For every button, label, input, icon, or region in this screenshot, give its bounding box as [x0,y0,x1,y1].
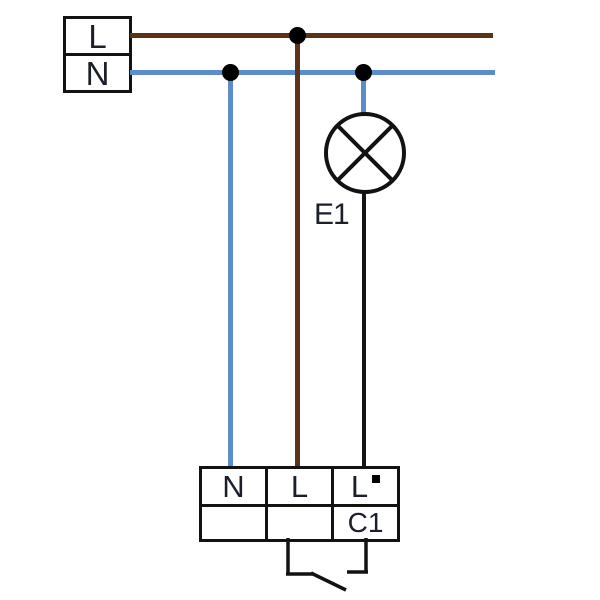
terminal-cell-l-out: L [334,469,397,504]
terminal-cell-empty-1 [202,507,265,539]
mains-supply-terminal: L N [63,16,132,93]
junction-dot-live [289,27,306,44]
lamp-label: E1 [314,198,350,231]
terminal-cell-empty-2 [268,507,331,539]
terminal-c1-label: C1 [347,507,384,538]
switch-contact-icon [286,538,368,592]
neutral-wire-to-lamp [361,74,366,115]
supply-cell-live: L [66,19,129,56]
supply-live-label: L [88,17,107,55]
terminal-n-label: N [222,469,245,504]
terminal-l-out-label: L [350,469,369,504]
neutral-wire-to-terminal [228,72,233,466]
terminal-l-label: L [290,469,309,504]
supply-neutral-label: N [85,54,110,92]
switched-live-marker-icon [372,474,381,483]
terminal-cell-c1: C1 [334,507,397,539]
neutral-wire-horizontal [130,70,495,75]
terminal-cell-n: N [202,469,265,504]
supply-cell-neutral: N [66,56,129,90]
terminal-cell-l: L [268,469,331,504]
lamp-icon [324,112,406,194]
junction-dot-neutral-left [222,64,239,81]
junction-dot-neutral-right [355,64,372,81]
switched-wire-lamp-to-terminal [362,192,366,466]
live-wire-horizontal [130,33,493,38]
live-wire-to-terminal [295,35,300,466]
device-terminal-block: N L L C1 [199,466,400,542]
